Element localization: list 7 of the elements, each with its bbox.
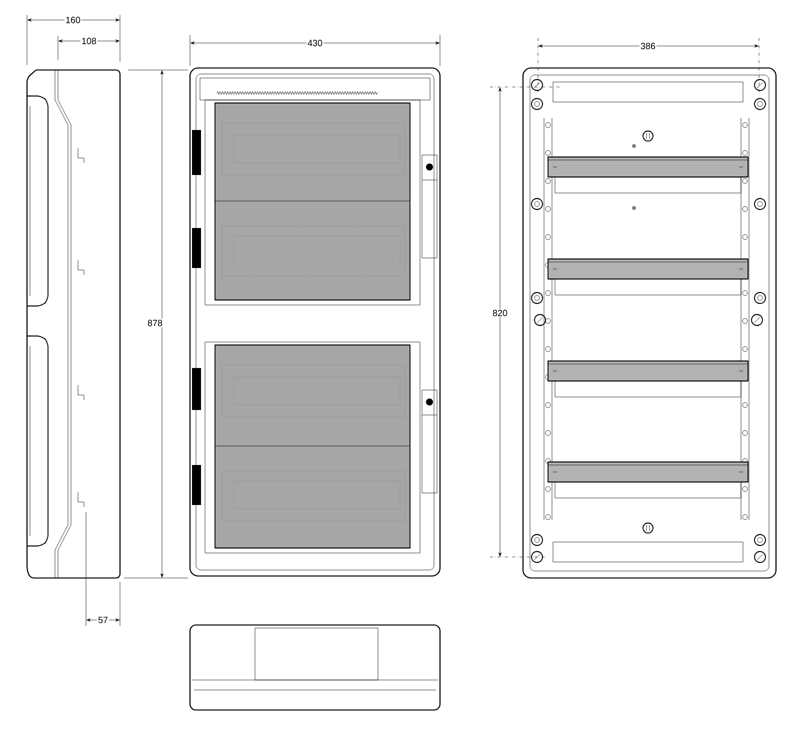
dimension-label: 878 — [146, 318, 164, 328]
dimension-label: 820 — [492, 308, 508, 318]
dimension-label: 160 — [64, 16, 82, 24]
dimension-label: 57 — [97, 616, 109, 624]
dimension-label: 108 — [80, 36, 98, 46]
dimension-label: 386 — [640, 42, 656, 50]
dimension-label: 430 — [306, 38, 324, 48]
